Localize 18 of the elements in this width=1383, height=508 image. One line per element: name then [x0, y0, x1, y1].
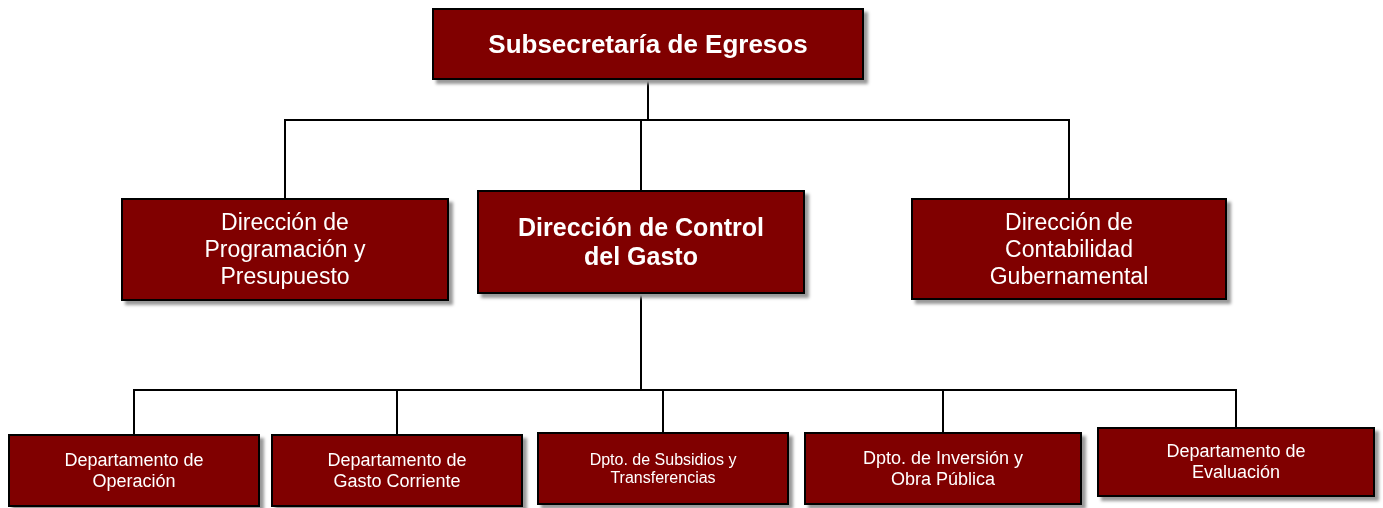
org-box — [477, 190, 805, 294]
org-unit-label: Subsecretaría de Egresos — [487, 28, 809, 60]
org-unit-label: Dirección de Programación y Presupuesto — [203, 209, 367, 290]
org-unit-label: Dpto. de Inversión y Obra Pública — [861, 447, 1025, 490]
org-box — [537, 432, 789, 505]
org-box — [121, 198, 449, 301]
org-unit-label: Departamento de Operación — [63, 449, 205, 492]
org-box — [432, 8, 864, 80]
org-box — [8, 434, 260, 507]
org-unit-label: Departamento de Evaluación — [1165, 441, 1307, 483]
org-unit-label: Dirección de Control del Gasto — [517, 213, 765, 271]
org-box — [271, 434, 523, 507]
org-box — [1097, 427, 1375, 497]
org-unit-label: Departamento de Gasto Corriente — [326, 449, 468, 492]
org-box — [911, 198, 1227, 300]
org-box — [804, 432, 1082, 505]
org-unit-label: Dpto. de Subsidios y Transferencias — [588, 450, 738, 487]
org-unit-label: Dirección de Contabilidad Gubernamental — [988, 208, 1150, 290]
